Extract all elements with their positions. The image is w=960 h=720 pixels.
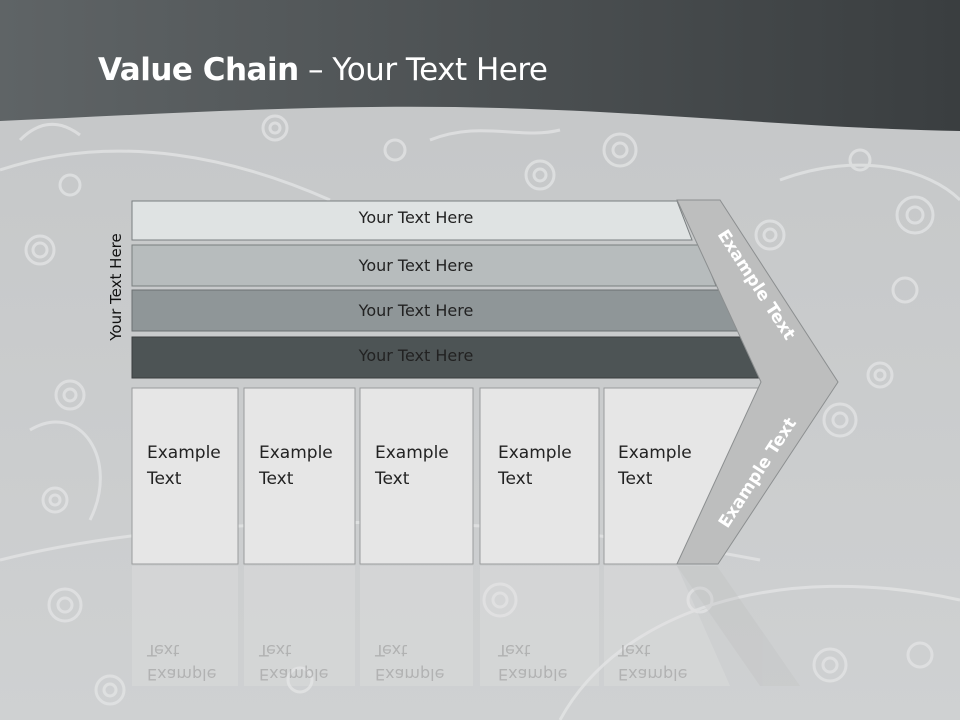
band-3-label: Your Text Here	[358, 301, 474, 320]
box-reflections	[132, 566, 800, 686]
header-bar	[0, 0, 960, 131]
activity-box-3	[359, 387, 474, 565]
page-title: Value Chain – Your Text Here	[98, 52, 548, 88]
band-2-label: Your Text Here	[358, 256, 474, 275]
side-label: Your Text Here	[107, 233, 125, 341]
swirl-pattern	[0, 114, 960, 720]
band-1-label: Your Text Here	[358, 208, 474, 227]
band-4-label: Your Text Here	[358, 346, 474, 365]
activity-box-2	[243, 387, 356, 565]
chevron-arrow	[676, 199, 839, 565]
band-2	[131, 244, 717, 287]
activity-box-1	[131, 387, 239, 565]
activity-box-4	[479, 387, 600, 565]
band-1	[131, 200, 693, 241]
